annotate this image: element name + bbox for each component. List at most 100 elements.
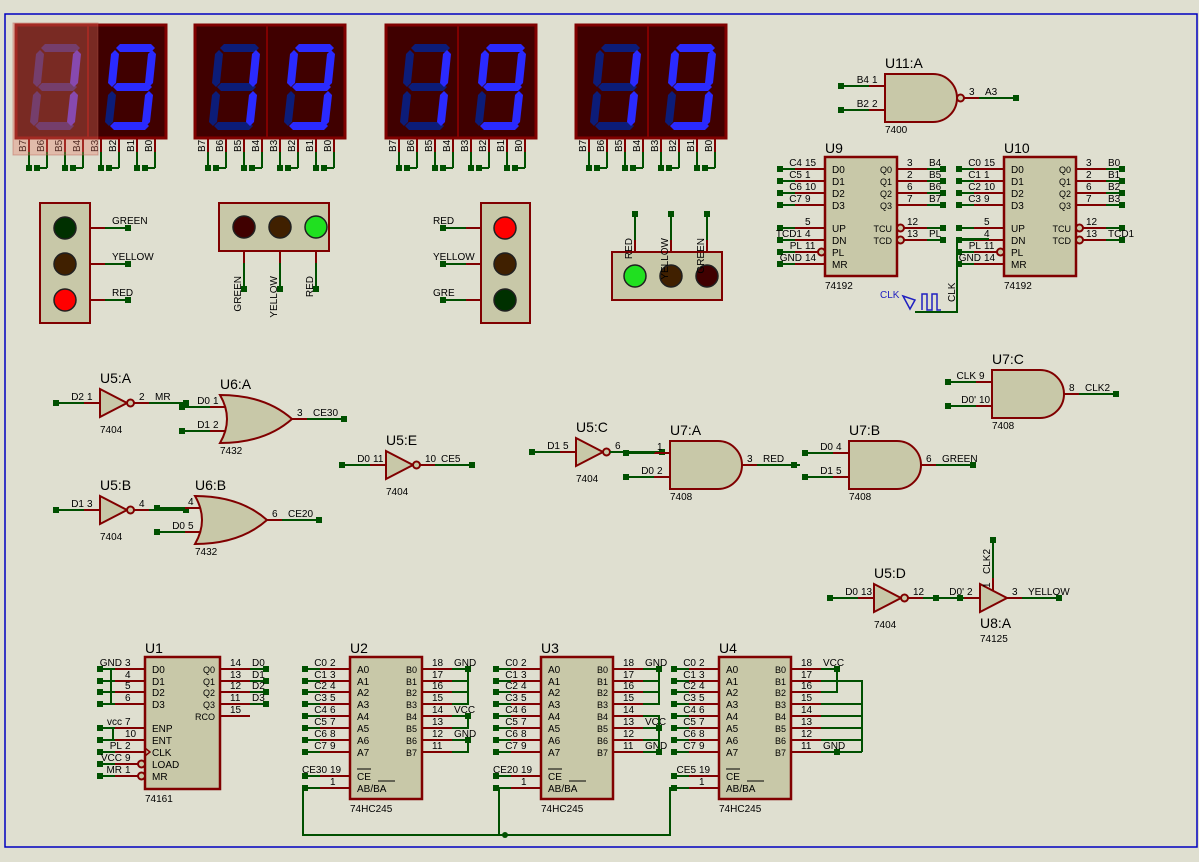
terminal[interactable] — [1119, 178, 1125, 184]
terminal[interactable] — [671, 701, 677, 707]
terminal[interactable] — [493, 725, 499, 731]
terminal[interactable] — [339, 462, 345, 468]
terminal[interactable] — [476, 165, 482, 171]
terminal[interactable] — [1119, 237, 1125, 243]
terminal[interactable] — [53, 507, 59, 513]
terminal[interactable] — [302, 749, 308, 755]
terminal[interactable] — [802, 450, 808, 456]
terminal[interactable] — [504, 165, 510, 171]
terminal[interactable] — [493, 737, 499, 743]
terminal[interactable] — [62, 165, 68, 171]
terminal[interactable] — [469, 462, 475, 468]
terminal[interactable] — [154, 529, 160, 535]
terminal[interactable] — [1119, 202, 1125, 208]
terminal[interactable] — [658, 165, 664, 171]
ic-u9[interactable]: U97419215C4D01C5D110C6D29C7D35UP4TCD1DN1… — [776, 140, 946, 292]
terminal[interactable] — [777, 261, 783, 267]
terminal[interactable] — [313, 286, 319, 292]
terminal[interactable] — [956, 202, 962, 208]
terminal[interactable] — [213, 165, 219, 171]
terminal[interactable] — [404, 165, 410, 171]
terminal[interactable] — [205, 165, 211, 171]
terminal[interactable] — [970, 462, 976, 468]
terminal[interactable] — [302, 737, 308, 743]
terminal[interactable] — [70, 165, 76, 171]
terminal[interactable] — [802, 474, 808, 480]
terminal[interactable] — [263, 689, 269, 695]
terminal[interactable] — [341, 416, 347, 422]
terminal[interactable] — [956, 178, 962, 184]
terminal[interactable] — [34, 165, 40, 171]
terminal[interactable] — [632, 211, 638, 217]
terminal[interactable] — [990, 537, 996, 543]
terminal[interactable] — [940, 237, 946, 243]
terminal[interactable] — [666, 165, 672, 171]
terminal[interactable] — [97, 737, 103, 743]
terminal[interactable] — [956, 225, 962, 231]
terminal[interactable] — [179, 404, 185, 410]
terminal[interactable] — [302, 773, 308, 779]
terminal[interactable] — [241, 286, 247, 292]
terminal[interactable] — [1119, 166, 1125, 172]
terminal[interactable] — [694, 165, 700, 171]
terminal[interactable] — [97, 678, 103, 684]
terminal[interactable] — [183, 507, 189, 513]
terminal[interactable] — [956, 249, 962, 255]
terminal[interactable] — [125, 297, 131, 303]
terminal[interactable] — [263, 701, 269, 707]
terminal[interactable] — [529, 449, 535, 455]
terminal[interactable] — [125, 261, 131, 267]
terminal[interactable] — [1113, 391, 1119, 397]
terminal[interactable] — [440, 261, 446, 267]
terminal[interactable] — [97, 725, 103, 731]
terminal[interactable] — [940, 202, 946, 208]
terminal[interactable] — [302, 701, 308, 707]
terminal[interactable] — [396, 165, 402, 171]
terminal[interactable] — [53, 400, 59, 406]
terminal[interactable] — [671, 737, 677, 743]
terminal[interactable] — [940, 225, 946, 231]
terminal[interactable] — [777, 237, 783, 243]
terminal[interactable] — [97, 701, 103, 707]
terminal[interactable] — [241, 165, 247, 171]
terminal[interactable] — [285, 165, 291, 171]
terminal[interactable] — [623, 474, 629, 480]
terminal[interactable] — [838, 83, 844, 89]
terminal[interactable] — [671, 689, 677, 695]
terminal[interactable] — [302, 725, 308, 731]
terminal[interactable] — [316, 517, 322, 523]
terminal[interactable] — [302, 713, 308, 719]
terminal[interactable] — [777, 202, 783, 208]
terminal[interactable] — [432, 165, 438, 171]
terminal[interactable] — [97, 689, 103, 695]
terminal[interactable] — [493, 785, 499, 791]
terminal[interactable] — [702, 165, 708, 171]
terminal[interactable] — [302, 666, 308, 672]
terminal[interactable] — [586, 165, 592, 171]
terminal[interactable] — [956, 190, 962, 196]
terminal[interactable] — [313, 165, 319, 171]
terminal[interactable] — [302, 678, 308, 684]
terminal[interactable] — [134, 165, 140, 171]
ic-u1[interactable]: U1741613GNDD04D15D26D37vccENP10ENT2PLCLK… — [97, 640, 269, 805]
terminal[interactable] — [468, 165, 474, 171]
terminal[interactable] — [97, 761, 103, 767]
terminal[interactable] — [106, 165, 112, 171]
terminal[interactable] — [777, 249, 783, 255]
terminal[interactable] — [493, 713, 499, 719]
terminal[interactable] — [1013, 95, 1019, 101]
terminal[interactable] — [493, 666, 499, 672]
terminal[interactable] — [125, 225, 131, 231]
terminal[interactable] — [671, 773, 677, 779]
terminal[interactable] — [249, 165, 255, 171]
